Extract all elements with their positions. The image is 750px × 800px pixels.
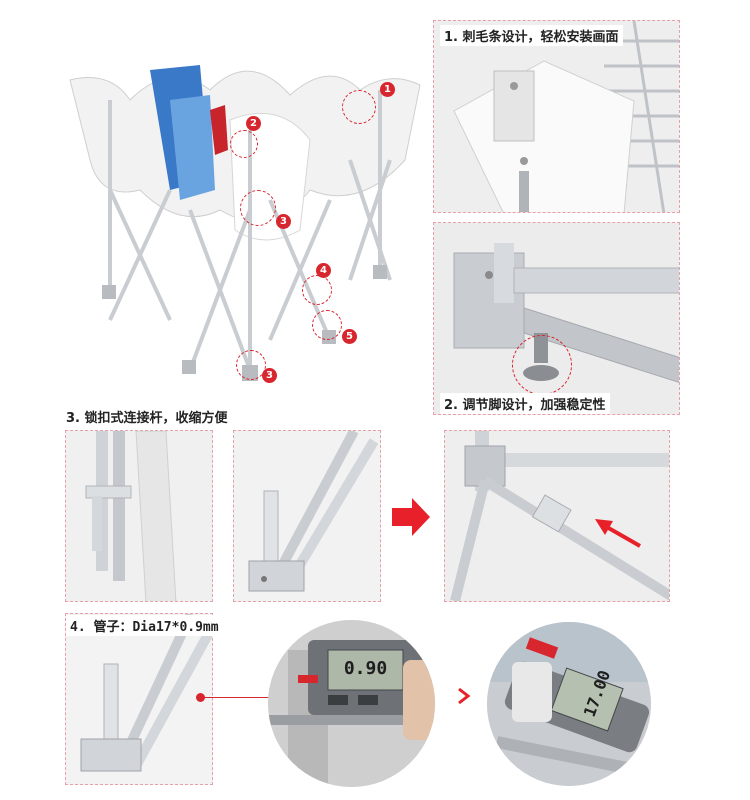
callout-badge-5: 5: [342, 329, 357, 344]
connector-line: [200, 697, 270, 698]
caliper-photo-thickness: 0.90: [268, 620, 435, 787]
detail-panel-adjustable-foot: 2. 调节脚设计，加强稳定性: [433, 222, 680, 415]
highlight-ring: [512, 335, 572, 395]
highlight-ring: [342, 90, 376, 124]
callout-badge-1: 1: [380, 82, 395, 97]
highlight-ring: [302, 275, 332, 305]
highlight-ring: [236, 350, 266, 380]
detail-panel-lock-c: [444, 430, 670, 602]
caption-lock-connector: 3. 锁扣式连接杆，收缩方便: [66, 411, 228, 426]
detail-panel-tube: [65, 613, 213, 785]
lock-connector-illustration: [234, 431, 380, 601]
velcro-detail-illustration: [434, 21, 679, 212]
caliper-photo-diameter: 17.00: [487, 622, 651, 786]
callout-badge-3: 3: [276, 214, 291, 229]
detail-panel-lock-b: [233, 430, 381, 602]
callout-badge-3b: 3: [262, 368, 277, 383]
caption-velcro: 1. 刺毛条设计，轻松安装画面: [440, 25, 623, 46]
caption-adjustable-foot: 2. 调节脚设计，加强稳定性: [440, 393, 610, 414]
chevron-right-icon: [457, 687, 471, 705]
arrow-right-icon: [392, 498, 430, 536]
detail-panel-lock-a: [65, 430, 213, 602]
highlight-ring: [312, 310, 342, 340]
highlight-ring: [240, 190, 276, 226]
tube-illustration: [66, 614, 212, 784]
caliper-reading-1: 0.90: [343, 658, 388, 679]
highlight-ring: [230, 130, 258, 158]
tent-frame-photo: 1 2 3 4 5 3: [50, 40, 440, 390]
lock-detail-illustration: [66, 431, 212, 601]
connector-dot: [196, 693, 205, 702]
detail-panel-velcro: 1. 刺毛条设计，轻松安装画面: [433, 20, 680, 213]
callout-badge-2: 2: [246, 116, 261, 131]
callout-badge-4: 4: [316, 263, 331, 278]
caption-tube-spec: 4. 管子：Dia17*0.9mm: [66, 615, 223, 636]
lock-joint-illustration: [445, 431, 669, 601]
